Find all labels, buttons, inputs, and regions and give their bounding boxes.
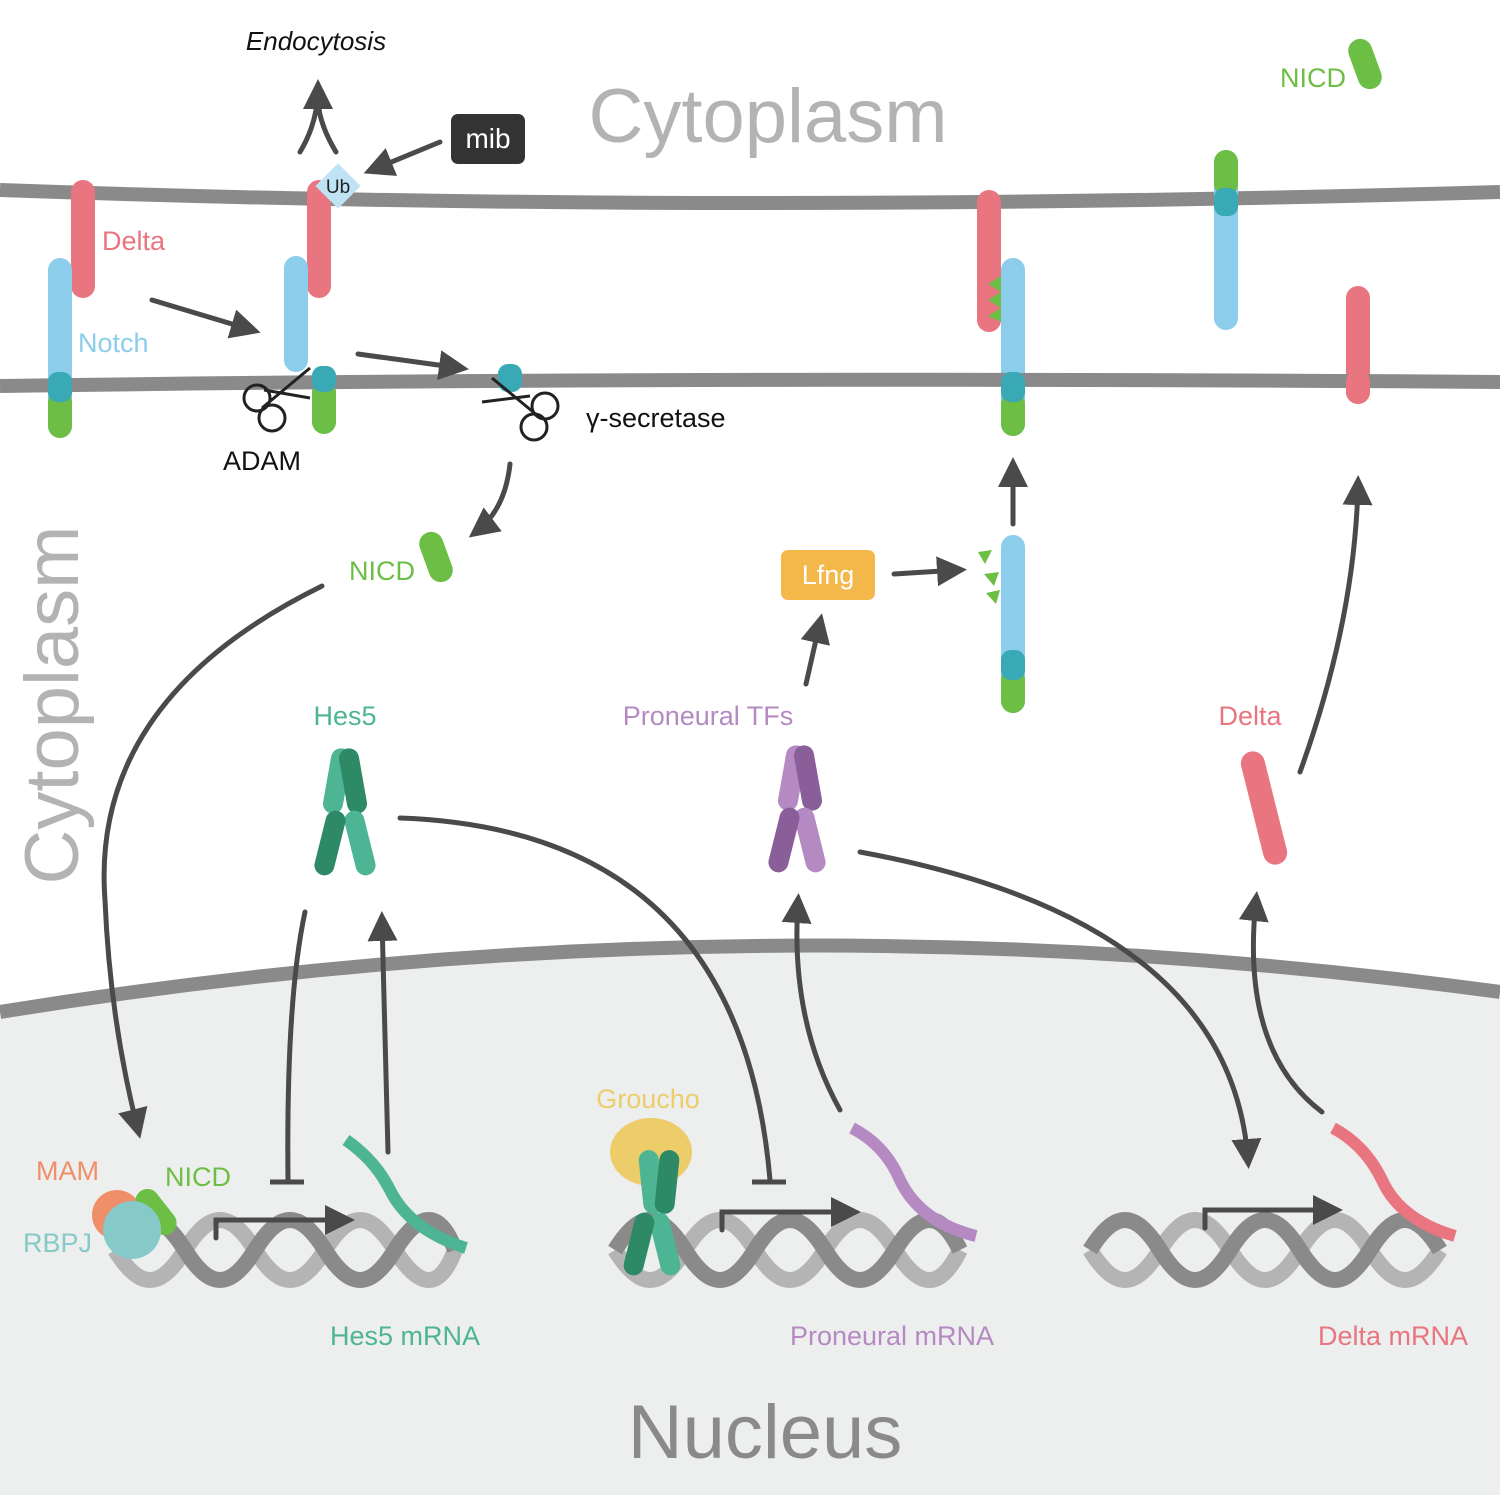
mam-label: MAM: [36, 1156, 99, 1186]
notch-nascent-icd: [1001, 668, 1025, 713]
adam-scissors-icon: [242, 366, 311, 433]
notch-glyco-tm-overlay: [1001, 372, 1025, 402]
groucho-label: Groucho: [596, 1084, 700, 1114]
glycosylation-marks: [988, 276, 1001, 322]
proneural-mrna-label: Proneural mRNA: [790, 1321, 994, 1351]
nicd-nuclear-entry-arrow: [101, 583, 325, 1139]
adam-label: ADAM: [223, 446, 301, 476]
delta-to-membrane-arrow: [1297, 475, 1373, 775]
nucleus-label: Nucleus: [628, 1390, 903, 1475]
proneural-activates-delta: [857, 849, 1262, 1169]
lfng-label: Lfng: [802, 560, 855, 590]
glycan-triangles: [978, 550, 1000, 604]
hes5-dimer-bound-icon: [623, 1150, 681, 1276]
delta-translation-arrow: [1238, 891, 1325, 1115]
mib-label: mib: [465, 123, 510, 154]
nicd-nucleus-label: NICD: [165, 1162, 231, 1192]
proneural-tfs-label: Proneural TFs: [623, 701, 794, 731]
arrow-binding: [149, 297, 261, 339]
hes5-represses-proneural: [397, 815, 773, 1183]
nicd-release-arrow: [468, 461, 513, 538]
nicd-top-fragment: [1348, 38, 1382, 90]
hes5-mrna-label: Hes5 mRNA: [330, 1321, 480, 1351]
nicd-fragment: [419, 531, 453, 583]
ubiquitin-marker: [315, 163, 361, 209]
proneural-to-lfng-arrow: [800, 613, 831, 687]
proneural-mrna: [849, 1122, 978, 1242]
hes5-promoter-arrow: [213, 1205, 356, 1241]
cell-membrane-top: [0, 183, 1500, 211]
delta-ligand: [71, 180, 95, 298]
arrow-cleavage: [355, 350, 469, 381]
hes5-label: Hes5: [313, 701, 376, 731]
proneural-promoter-arrow: [719, 1197, 862, 1233]
rbpj-label: RBPJ: [23, 1228, 92, 1258]
delta-gene-dna: [1083, 1212, 1447, 1288]
nicd-mid-label: NICD: [349, 556, 415, 586]
delta-protein: [1240, 751, 1288, 865]
gamma-secretase-scissors-icon: [481, 376, 560, 442]
notch-top-icd: [1214, 150, 1238, 196]
notch-tm-overlay: [48, 372, 72, 402]
rbpj-protein: [103, 1201, 161, 1259]
notch-label: Notch: [78, 328, 149, 358]
nicd-top-label: NICD: [1280, 63, 1346, 93]
endocytosis-label: Endocytosis: [246, 26, 386, 56]
cytoplasm-top-label: Cytoplasm: [589, 74, 948, 159]
delta-promoter-arrow: [1202, 1195, 1344, 1231]
mib-box: [451, 114, 525, 164]
notch-nascent-tm: [1001, 650, 1025, 680]
nuclear-membrane: [0, 938, 1500, 1019]
hes5-dimer-icon: [314, 748, 376, 876]
delta-membrane-label: Delta: [102, 226, 166, 256]
notch-intracellular-domain: [48, 390, 72, 438]
notch-extracellular: [284, 256, 308, 372]
cell-membrane-bottom: [0, 372, 1500, 393]
hes5-autorepression-line: [285, 909, 308, 1183]
nicd-nuclear: [135, 1188, 177, 1236]
ub-label: Ub: [326, 177, 350, 198]
proneural-tfs-dimer-icon: [768, 745, 826, 873]
notch-stub-tm-overlay: [312, 366, 336, 392]
notch-glyco-icd: [1001, 392, 1025, 436]
delta-mrna: [1330, 1122, 1457, 1242]
delta-mrna-label: Delta mRNA: [1318, 1321, 1468, 1351]
endocytosis-arrow: [297, 78, 333, 155]
nucleus-region: [0, 945, 1500, 1495]
cytoplasm-side-label: Cytoplasm: [10, 526, 95, 885]
endocytosis-arrow-branch: [315, 95, 339, 155]
hes5-mrna: [342, 1135, 468, 1254]
lfng-box: [781, 550, 875, 600]
gamma-secretase-label: γ-secretase: [586, 403, 726, 433]
mib-arrow: [363, 139, 443, 176]
lfng-to-notch-arrow: [891, 556, 967, 587]
notch-remnant: [498, 364, 522, 392]
hes5-translation-arrow: [367, 911, 398, 1155]
delta-protein-label: Delta: [1218, 701, 1282, 731]
notch-top-tm-overlay: [1214, 188, 1238, 216]
proneural-translation-arrow: [781, 893, 843, 1113]
delta-right-overlay: [1346, 370, 1370, 404]
delta-ligand-bound: [307, 180, 331, 298]
notch-stub: [312, 380, 336, 434]
